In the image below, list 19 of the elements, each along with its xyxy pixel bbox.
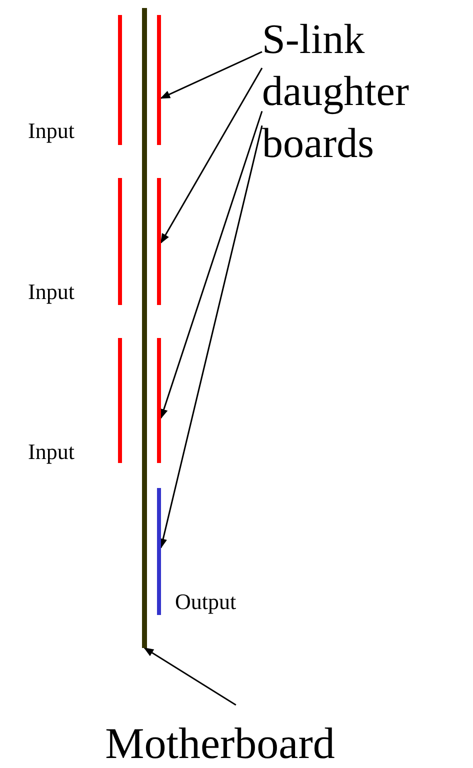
daughter-board-bar — [157, 178, 161, 305]
leader-arrow — [160, 51, 262, 99]
board-label: S-link daughter boards — [262, 14, 432, 170]
leader-arrow — [144, 647, 236, 706]
leader-arrow — [159, 125, 263, 549]
daughter-board-bar — [118, 338, 122, 463]
daughter-board-bar — [118, 15, 122, 145]
daughter-board-bar — [157, 488, 161, 615]
board-caption: Input — [28, 118, 74, 144]
daughter-board-bar — [118, 178, 122, 305]
board-caption: Output — [175, 589, 236, 615]
motherboard-label: Motherboard — [70, 718, 370, 768]
motherboard-bar — [142, 8, 147, 648]
leader-arrow — [160, 110, 263, 419]
leader-arrow — [160, 68, 263, 244]
board-caption: Input — [28, 439, 74, 465]
board-caption: Input — [28, 279, 74, 305]
daughter-board-bar — [157, 15, 161, 145]
daughter-board-bar — [157, 338, 161, 463]
